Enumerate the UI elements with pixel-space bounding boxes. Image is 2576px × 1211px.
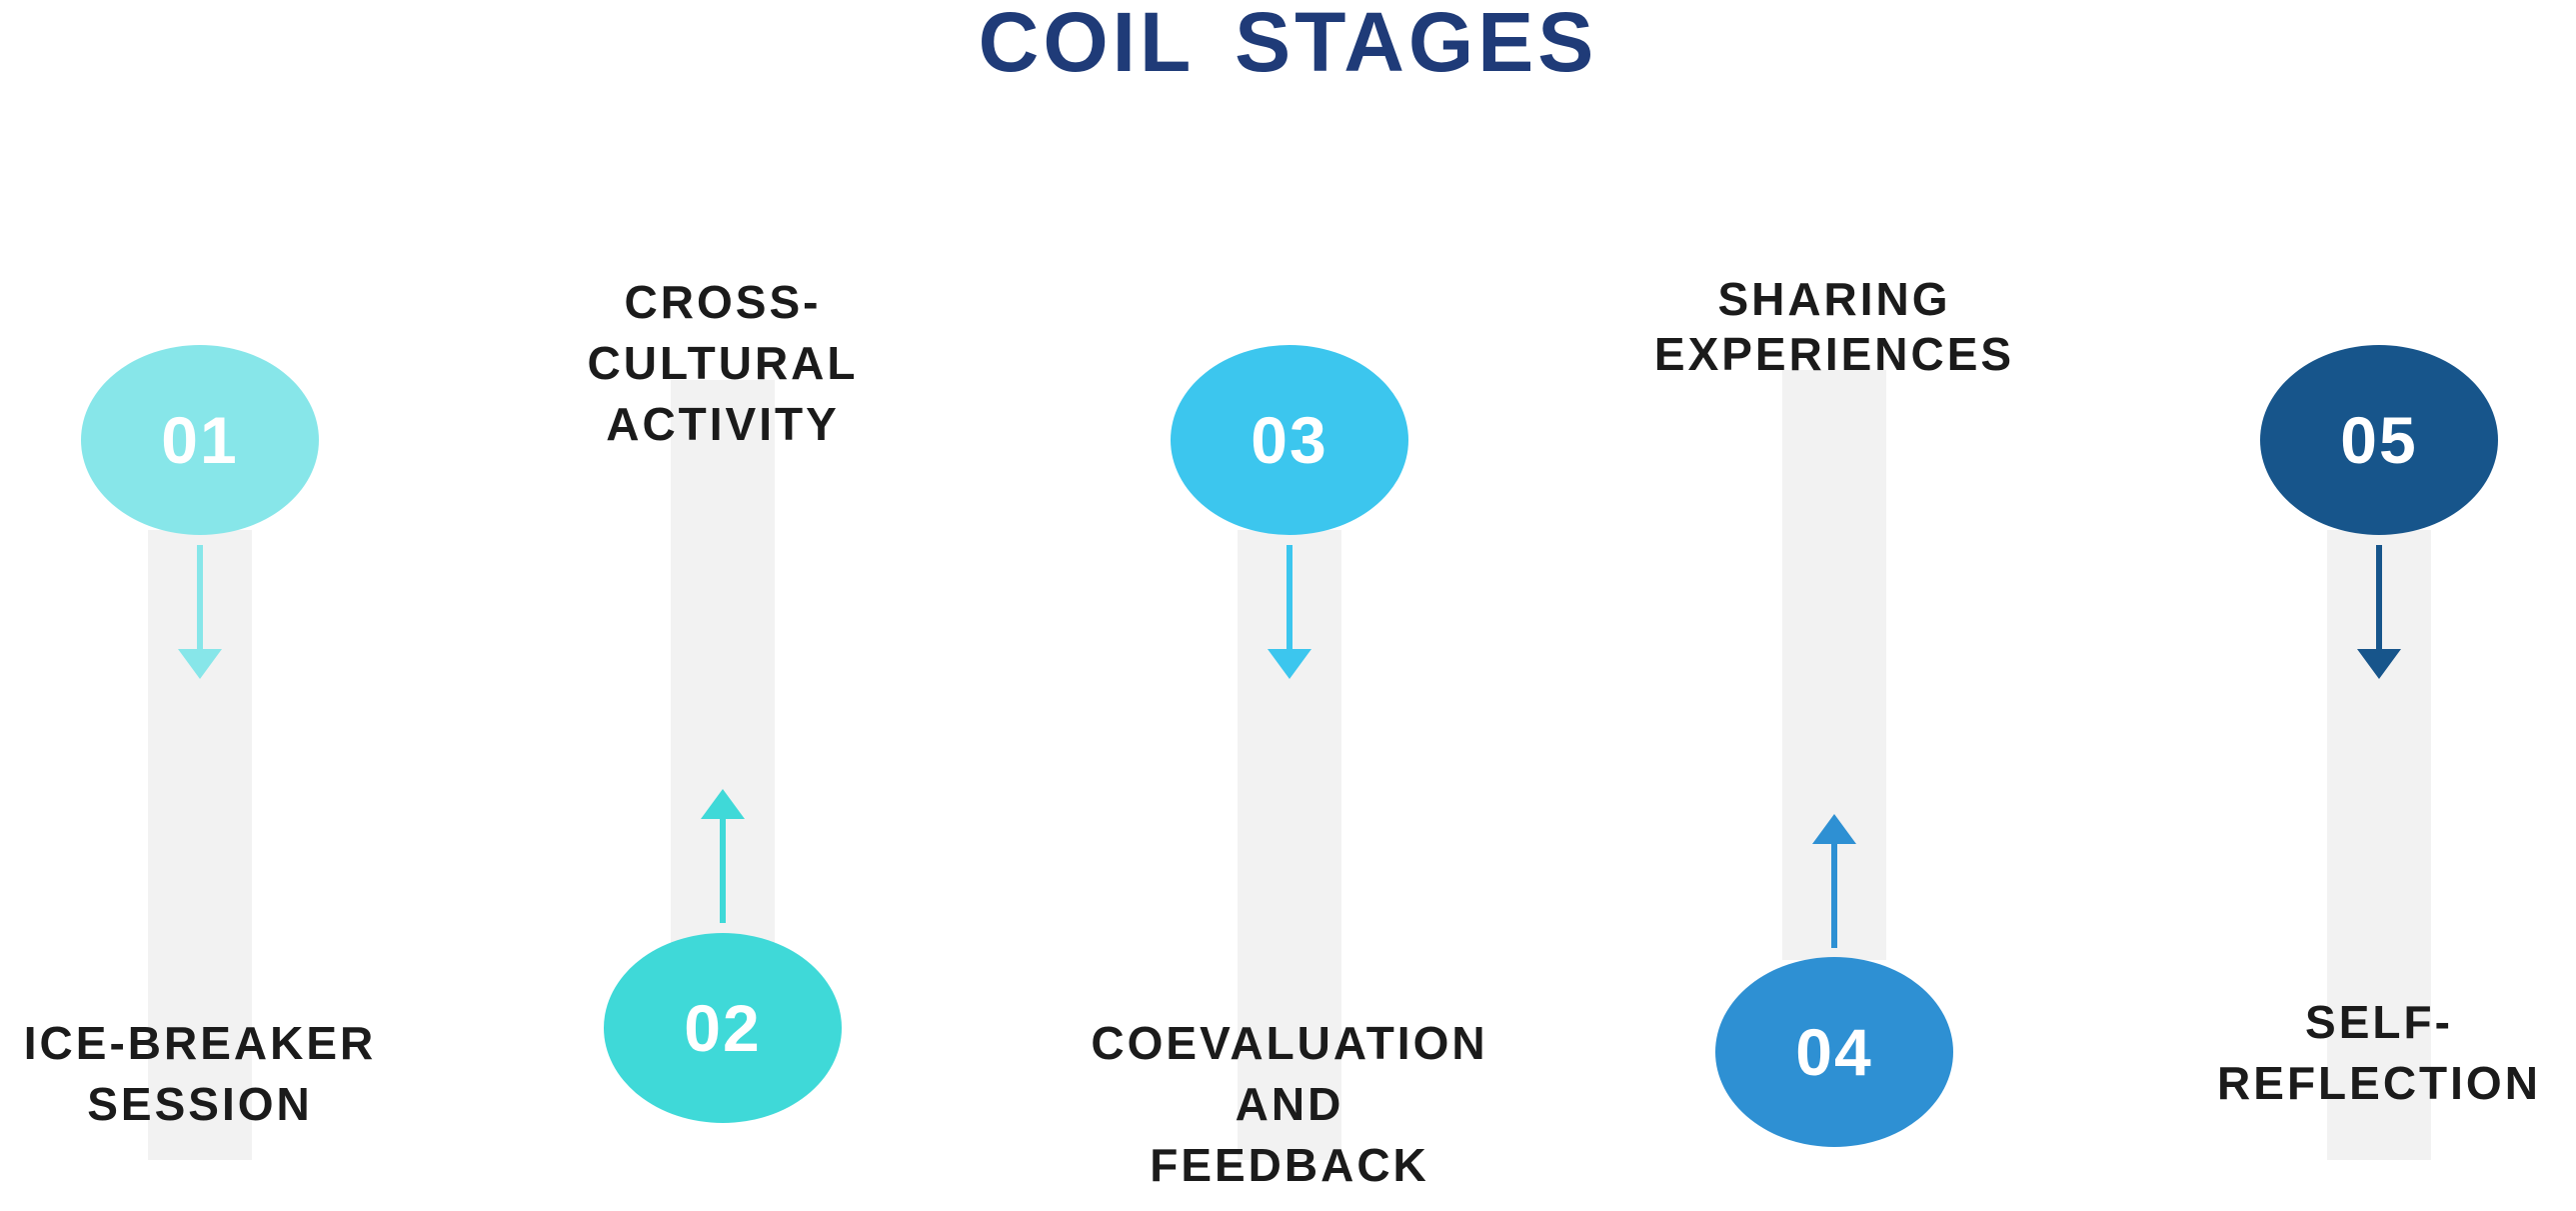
stage-05-number: 05 bbox=[2340, 403, 2418, 477]
stage-04-label: SHARING EXPERIENCES bbox=[1653, 273, 2015, 380]
stage-05-circle: 05 bbox=[2260, 345, 2498, 535]
stage-04-number: 04 bbox=[1795, 1015, 1873, 1089]
stage-02-up-arrow-icon bbox=[701, 789, 745, 923]
stage-04-up-arrow-icon bbox=[1812, 814, 1856, 948]
stage-05-label: SELF- REFLECTION bbox=[2217, 996, 2541, 1109]
stage-02-label: CROSS- CULTURAL ACTIVITY bbox=[587, 276, 859, 450]
stage-02-number: 02 bbox=[684, 991, 762, 1065]
stage-03-down-arrow-icon bbox=[1268, 545, 1311, 679]
stage-03-circle: 03 bbox=[1171, 345, 1408, 535]
stage-05-down-arrow-icon bbox=[2357, 545, 2401, 679]
stage-03-number: 03 bbox=[1251, 403, 1328, 477]
stage-01-label: ICE-BREAKER SESSION bbox=[23, 1017, 377, 1130]
stage-01-circle: 01 bbox=[81, 345, 319, 535]
stage-01-number: 01 bbox=[161, 403, 239, 477]
stage-03-label: COEVALUATION AND FEEDBACK bbox=[1091, 1017, 1488, 1191]
stage-04-circle: 04 bbox=[1715, 957, 1953, 1147]
stage-01-down-arrow-icon bbox=[178, 545, 222, 679]
stage-02-circle: 02 bbox=[604, 933, 842, 1123]
page-title: COIL STAGES bbox=[978, 0, 1598, 89]
